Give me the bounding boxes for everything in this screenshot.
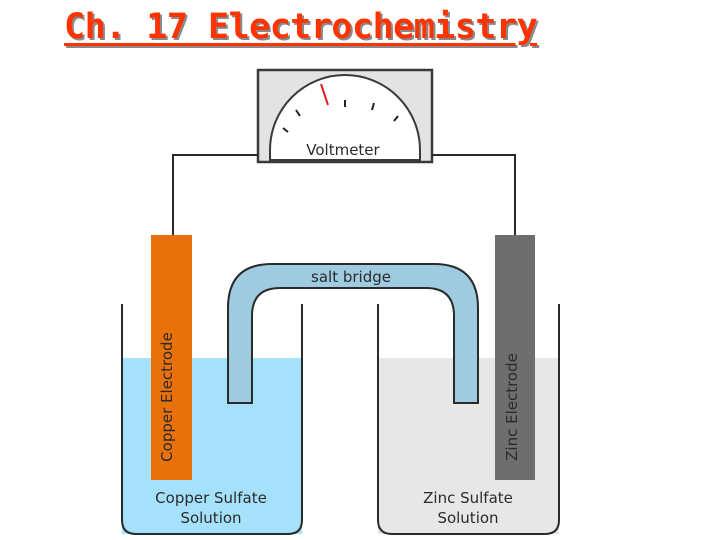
voltmeter-label: Voltmeter (306, 141, 380, 159)
right-solution-label-line1: Zinc Sulfate (423, 489, 513, 507)
zinc-electrode: Zinc Electrode (495, 235, 535, 480)
copper-electrode: Copper Electrode (151, 235, 192, 480)
voltmeter-dial (269, 74, 421, 161)
voltmeter-tick (371, 102, 375, 111)
copper-electrode-label: Copper Electrode (158, 332, 176, 462)
voltmeter-tick (282, 127, 289, 133)
salt-bridge-tube (227, 263, 479, 404)
left-solution-label-line1: Copper Sulfate (155, 489, 267, 507)
right-beaker (377, 304, 560, 535)
copper-electrode-bar (151, 235, 192, 480)
left-wire (172, 154, 258, 235)
salt-bridge: salt bridge (227, 263, 479, 404)
voltmeter-tick (295, 109, 301, 117)
right-wire (432, 154, 516, 235)
copper-sulfate-solution (122, 358, 302, 534)
zinc-electrode-label: Zinc Electrode (503, 353, 521, 461)
slide-title: Ch. 17 Electrochemistry (64, 7, 538, 47)
zinc-electrode-bar (495, 235, 535, 480)
voltmeter-tick (393, 115, 399, 122)
voltmeter-needle (320, 83, 329, 106)
left-beaker (121, 304, 303, 535)
right-solution-label-line2: Solution (437, 509, 498, 527)
beakers (121, 304, 560, 535)
left-solution-label-line2: Solution (180, 509, 241, 527)
voltmeter: Voltmeter (256, 68, 434, 164)
voltmeter-ticks (282, 100, 399, 133)
salt-bridge-label: salt bridge (311, 268, 391, 286)
wires (172, 154, 516, 235)
